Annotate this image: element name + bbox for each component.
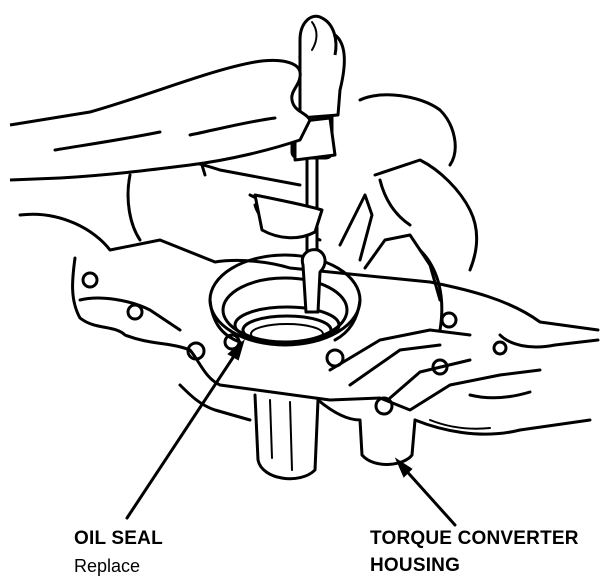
housing-leader [394,457,457,527]
torque-converter-housing-label-line2: HOUSING [370,555,461,576]
oil-seal-label: OIL SEAL [74,528,163,549]
oil-seal-leader [125,339,245,520]
oil-seal-note: Replace [74,556,141,576]
hand-shape [9,58,324,240]
oil-seal-shape [208,253,362,347]
torque-converter-housing-label: TORQUE CONVERTER [370,528,579,549]
